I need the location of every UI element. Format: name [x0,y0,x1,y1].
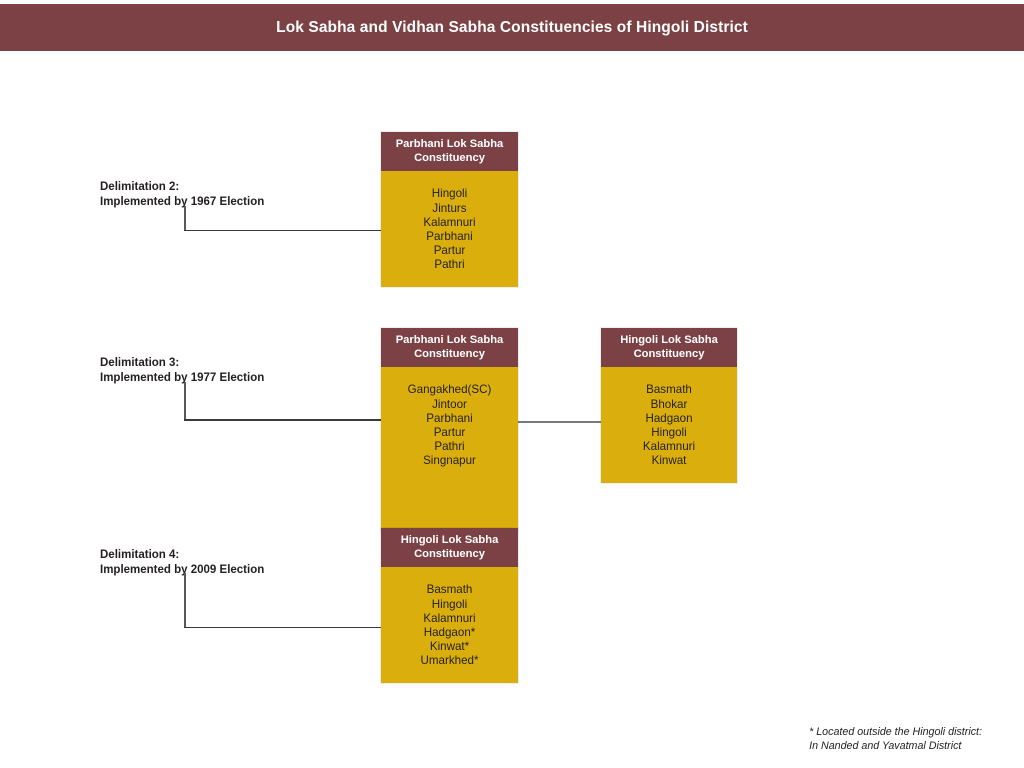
constituency-box-hingoli-1977[interactable]: Hingoli Lok Sabha Constituency Basmath B… [601,328,737,483]
constituency-box-header: Hingoli Lok Sabha Constituency [381,528,518,568]
seat-item: Pathri [434,258,465,272]
constituency-seat-list: Gangakhed(SC) Jintoor Parbhani Partur Pa… [381,367,518,532]
seat-item: Pathri [434,440,465,454]
seat-item: Hingoli [431,187,468,201]
connector-vertical-2 [184,206,186,231]
seat-item: Kalamnuri [423,215,476,229]
seat-item: Basmath [646,383,692,397]
seat-item: Hingoli [651,426,687,440]
constituency-type: Constituency [414,548,485,561]
seat-item: Parbhani [426,230,473,244]
constituency-seat-list: Basmath Hingoli Kalamnuri Hadgaon* Kinwa… [381,567,518,683]
delimitation-label-2-line1: Delimitation 2: [100,181,180,193]
delimitation-label-4-line2: Implemented by 2009 Election [100,563,265,576]
delimitation-group-3: Delimitation 3: Implemented by 1977 Elec… [0,51,1024,532]
seat-item: Gangakhed(SC) [407,383,492,397]
constituency-box-parbhani-1967[interactable]: Parbhani Lok Sabha Constituency Hingoli … [381,132,518,287]
seat-item: Kinwat* [429,640,470,654]
constituency-seat-list: Hingoli Jinturs Kalamnuri Parbhani Partu… [381,171,518,287]
delimitation-diagram: Delimitation 2: Implemented by 1967 Elec… [0,51,1024,768]
seat-item: Partur [433,244,466,258]
delimitation-group-2: Delimitation 2: Implemented by 1967 Elec… [0,51,1024,301]
constituency-type: Constituency [633,348,705,361]
connector-bridge-3 [518,421,602,424]
constituency-box-header: Parbhani Lok Sabha Constituency [381,132,518,172]
footnote-line1: * Located outside the Hingoli district: [809,726,982,738]
constituency-name: Hingoli Lok Sabha [400,534,499,546]
seat-item: Kalamnuri [423,611,476,625]
page-title-bar: Lok Sabha and Vidhan Sabha Constituencie… [0,4,1024,51]
delimitation-label-3-line2: Implemented by 1977 Election [100,371,265,384]
seat-item: Hingoli [431,597,468,611]
seat-item: Bhokar [650,397,688,411]
connector-vertical-3 [184,382,186,420]
delimitation-label-4-line1: Delimitation 4: [100,549,180,561]
seat-item: Jinturs [432,201,467,215]
seat-item: Umarkhed* [420,654,479,668]
constituency-box-header: Parbhani Lok Sabha Constituency [381,328,518,368]
constituency-type: Constituency [414,348,485,361]
constituency-box-hingoli-2009[interactable]: Hingoli Lok Sabha Constituency Basmath H… [381,528,518,683]
delimitation-group-4: Delimitation 4: Implemented by 2009 Elec… [0,51,1024,701]
delimitation-label-4: Delimitation 4: Implemented by 2009 Elec… [100,548,264,577]
seat-item: Hadgaon [645,411,693,425]
footnote: * Located outside the Hingoli district: … [809,726,982,753]
constituency-name: Parbhani Lok Sabha [395,138,504,150]
seat-item: Jintoor [432,397,467,411]
seat-item: Partur [433,426,466,440]
page-title: Lok Sabha and Vidhan Sabha Constituencie… [276,18,748,36]
seat-item: Kinwat [651,454,687,468]
footnote-line2: In Nanded and Yavatmal District [809,739,962,752]
constituency-seat-list: Basmath Bhokar Hadgaon Hingoli Kalamnuri… [601,367,737,483]
constituency-name: Parbhani Lok Sabha [395,334,504,346]
delimitation-label-2: Delimitation 2: Implemented by 1967 Elec… [100,180,264,209]
seat-item: Hadgaon* [423,626,476,640]
delimitation-label-3-line1: Delimitation 3: [100,357,180,369]
seat-item: Parbhani [426,411,473,425]
seat-item: Singnapur [423,454,476,468]
constituency-name: Hingoli Lok Sabha [620,334,718,346]
connector-horizontal-2 [184,229,382,232]
constituency-box-header: Hingoli Lok Sabha Constituency [601,328,737,368]
seat-item: Basmath [426,583,473,597]
connector-horizontal-4 [184,626,382,629]
delimitation-label-3: Delimitation 3: Implemented by 1977 Elec… [100,356,264,385]
connector-vertical-4 [184,573,186,628]
seat-item: Kalamnuri [642,440,696,454]
delimitation-label-2-line2: Implemented by 1967 Election [100,195,265,208]
constituency-type: Constituency [414,152,485,165]
constituency-box-parbhani-1977[interactable]: Parbhani Lok Sabha Constituency Gangakhe… [381,328,518,532]
connector-horizontal-3 [184,419,382,421]
